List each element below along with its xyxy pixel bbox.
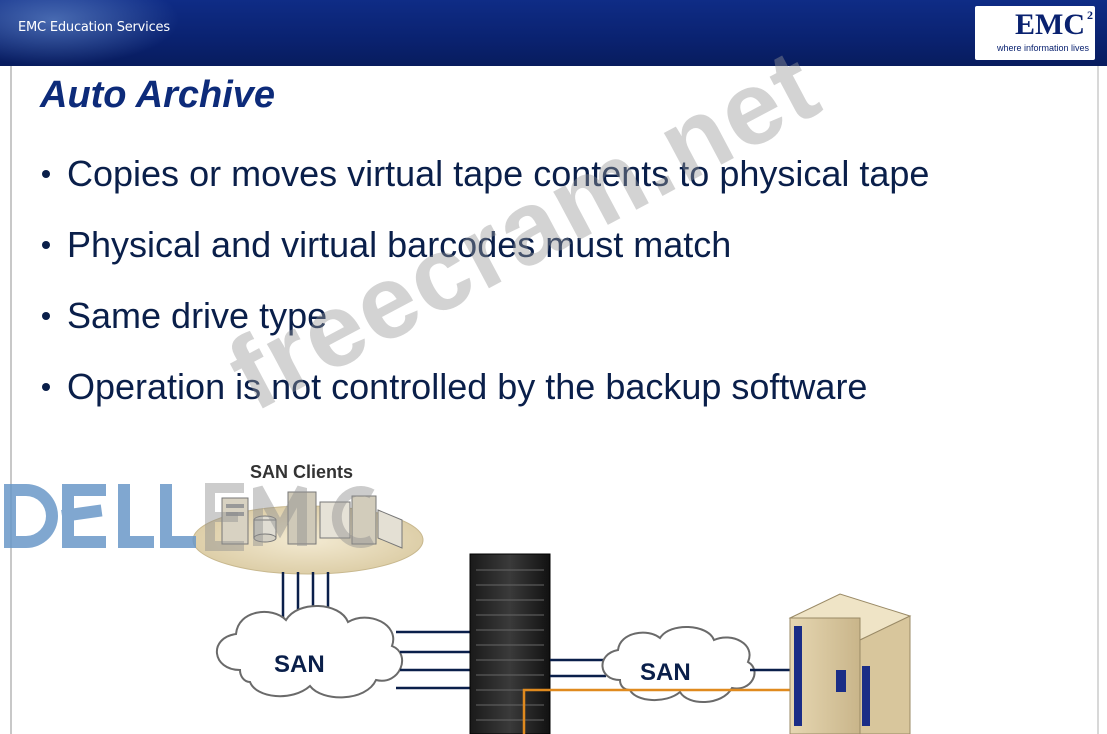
rack-san-links xyxy=(550,658,606,678)
san-clients-group: SAN Clients xyxy=(192,462,424,618)
slide-title: Auto Archive xyxy=(40,74,276,116)
bullet-list: Copies or moves virtual tape contents to… xyxy=(40,150,929,434)
header-band: EMC Education Services EMC 2 where infor… xyxy=(0,0,1107,66)
san-clients-label: SAN Clients xyxy=(250,462,353,482)
education-services-label: EMC Education Services xyxy=(18,20,170,35)
bullet-item: Physical and virtual barcodes must match xyxy=(40,221,929,292)
bullet-text: Operation is not controlled by the backu… xyxy=(67,366,868,407)
right-border-rule xyxy=(1097,66,1099,734)
san-right-label: SAN xyxy=(640,659,691,686)
left-border-rule xyxy=(10,66,12,734)
bullet-dot-icon xyxy=(42,170,50,178)
client-disk-icon xyxy=(253,515,277,543)
san-cloud-right: SAN xyxy=(601,625,756,704)
bullet-dot-icon xyxy=(42,383,50,391)
bullet-item: Same drive type xyxy=(40,292,929,363)
bullet-text: Same drive type xyxy=(67,295,328,336)
san-rack-links xyxy=(396,630,470,690)
client-workstation-icon xyxy=(287,491,351,545)
san-left-label: SAN xyxy=(274,651,325,678)
brand-logo-box xyxy=(975,6,1095,60)
bullet-text: Physical and virtual barcodes must match xyxy=(67,224,732,265)
bullet-dot-icon xyxy=(42,241,50,249)
bullet-item: Operation is not controlled by the backu… xyxy=(40,363,929,434)
client-desktop-icon xyxy=(351,495,403,549)
bullet-dot-icon xyxy=(42,312,50,320)
brand-logo-superscript: 2 xyxy=(1087,8,1093,22)
brand-tagline: where information lives xyxy=(996,43,1089,53)
dell-emc-watermark-logo xyxy=(4,483,375,551)
client-server-icon xyxy=(221,497,249,545)
bullet-text: Copies or moves virtual tape contents to… xyxy=(67,153,930,194)
san-cloud-left: SAN xyxy=(216,605,404,699)
virtual-tape-library-rack-icon xyxy=(469,553,551,734)
brand-logo: EMC xyxy=(1015,8,1085,41)
bullet-item: Copies or moves virtual tape contents to… xyxy=(40,150,929,221)
header-swoosh-graphic xyxy=(0,0,180,66)
auto-archive-diagram: SAN Clients xyxy=(192,462,912,734)
physical-tape-library-icon xyxy=(788,593,912,734)
